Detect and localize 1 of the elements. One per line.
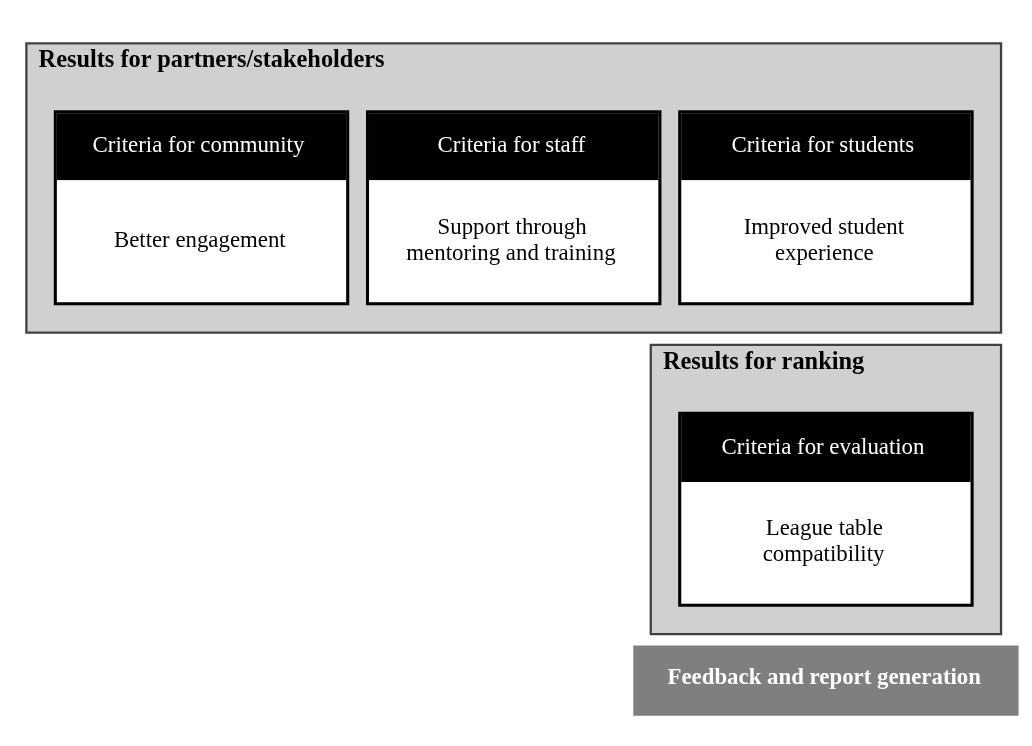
node-box: Feedback and report generation <box>633 645 1019 716</box>
